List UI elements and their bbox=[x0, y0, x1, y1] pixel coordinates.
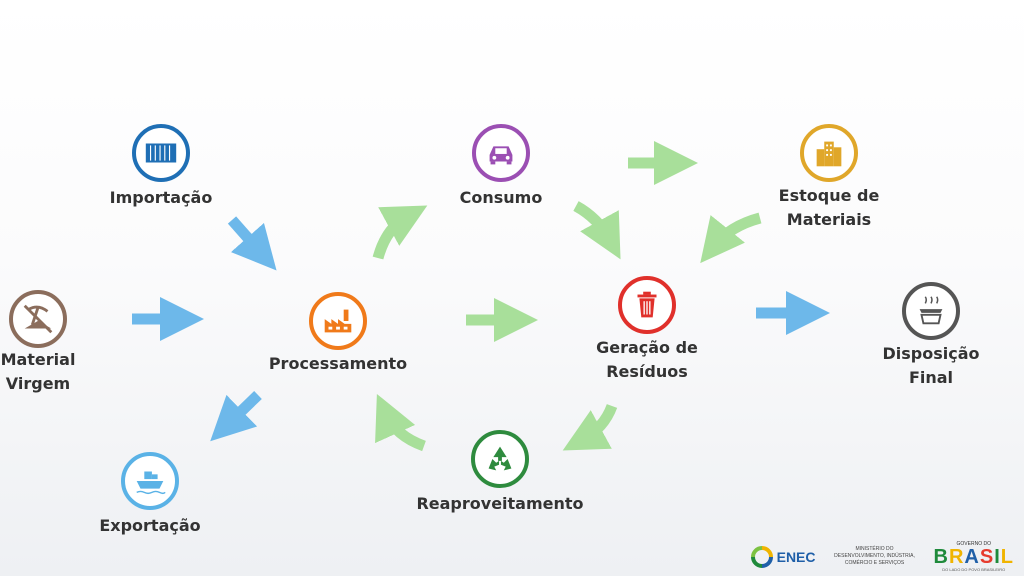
processamento-circle bbox=[309, 292, 367, 350]
arrow-processamento-exportacao bbox=[210, 391, 262, 442]
node-material-virgem: Material Virgem bbox=[0, 290, 100, 396]
node-disposicao-final: Disposição Final bbox=[866, 282, 996, 390]
node-exportacao: Exportação bbox=[88, 452, 212, 538]
exportacao-circle bbox=[121, 452, 179, 510]
gov-top-text: GOVERNO DO bbox=[956, 541, 991, 547]
node-processamento: Processamento bbox=[258, 292, 418, 376]
gov-brasil-word: BRASIL bbox=[933, 546, 1014, 568]
buildings-icon bbox=[816, 141, 842, 167]
arrow-importacao-processamento bbox=[227, 216, 277, 271]
reaproveitamento-circle bbox=[471, 430, 529, 488]
consumo-circle bbox=[472, 124, 530, 182]
footer-logos: ENEC MINISTÉRIO DO DESENVOLVIMENTO, INDÚ… bbox=[750, 541, 1014, 572]
enec-logo: ENEC bbox=[750, 545, 816, 568]
arrow-residuos-reaproveitamento bbox=[562, 403, 618, 451]
ministry-text: MINISTÉRIO DO DESENVOLVIMENTO, INDÚSTRIA… bbox=[834, 546, 915, 566]
shipping-container-icon bbox=[145, 143, 177, 163]
arrow-estoque-residuos bbox=[700, 212, 762, 264]
recycle-icon bbox=[488, 446, 512, 471]
material-circle bbox=[9, 290, 67, 348]
material-label: Material Virgem bbox=[0, 350, 76, 393]
enec-text: ENEC bbox=[776, 548, 816, 565]
estoque-label: Estoque de Materiais bbox=[778, 186, 880, 229]
landfill-icon bbox=[919, 296, 943, 325]
disposicao-label: Disposição Final bbox=[882, 344, 980, 387]
importacao-circle bbox=[132, 124, 190, 182]
gov-brasil-logo: GOVERNO DO BRASIL DO LADO DO POVO BRASIL… bbox=[934, 541, 1014, 572]
gov-sub-text: DO LADO DO POVO BRASILEIRO bbox=[942, 567, 1006, 572]
consumo-label: Consumo bbox=[459, 188, 543, 207]
node-consumo: Consumo bbox=[441, 124, 561, 210]
residuos-circle bbox=[618, 276, 676, 334]
residuos-label: Geração de Resíduos bbox=[596, 338, 698, 381]
importacao-label: Importação bbox=[109, 188, 213, 207]
arrow-consumo-residuos bbox=[573, 201, 621, 260]
node-estoque-materiais: Estoque de Materiais bbox=[762, 124, 896, 232]
exportacao-label: Exportação bbox=[99, 516, 201, 535]
cargo-ship-icon bbox=[136, 471, 166, 495]
factory-icon bbox=[324, 309, 352, 333]
car-icon bbox=[489, 146, 513, 165]
pickaxe-ore-icon bbox=[23, 304, 53, 334]
trash-can-icon bbox=[637, 291, 657, 318]
arrow-reaproveitamento-processamento bbox=[375, 393, 426, 452]
estoque-circle bbox=[800, 124, 858, 182]
node-geracao-residuos: Geração de Resíduos bbox=[577, 276, 717, 384]
reaproveitamento-label: Reaproveitamento bbox=[416, 494, 584, 513]
enec-ring-icon bbox=[750, 545, 773, 568]
node-reaproveitamento: Reaproveitamento bbox=[408, 430, 592, 516]
processamento-label: Processamento bbox=[268, 354, 408, 373]
arrow-processamento-consumo bbox=[372, 205, 428, 260]
node-importacao: Importação bbox=[94, 124, 228, 210]
disposicao-circle bbox=[902, 282, 960, 340]
